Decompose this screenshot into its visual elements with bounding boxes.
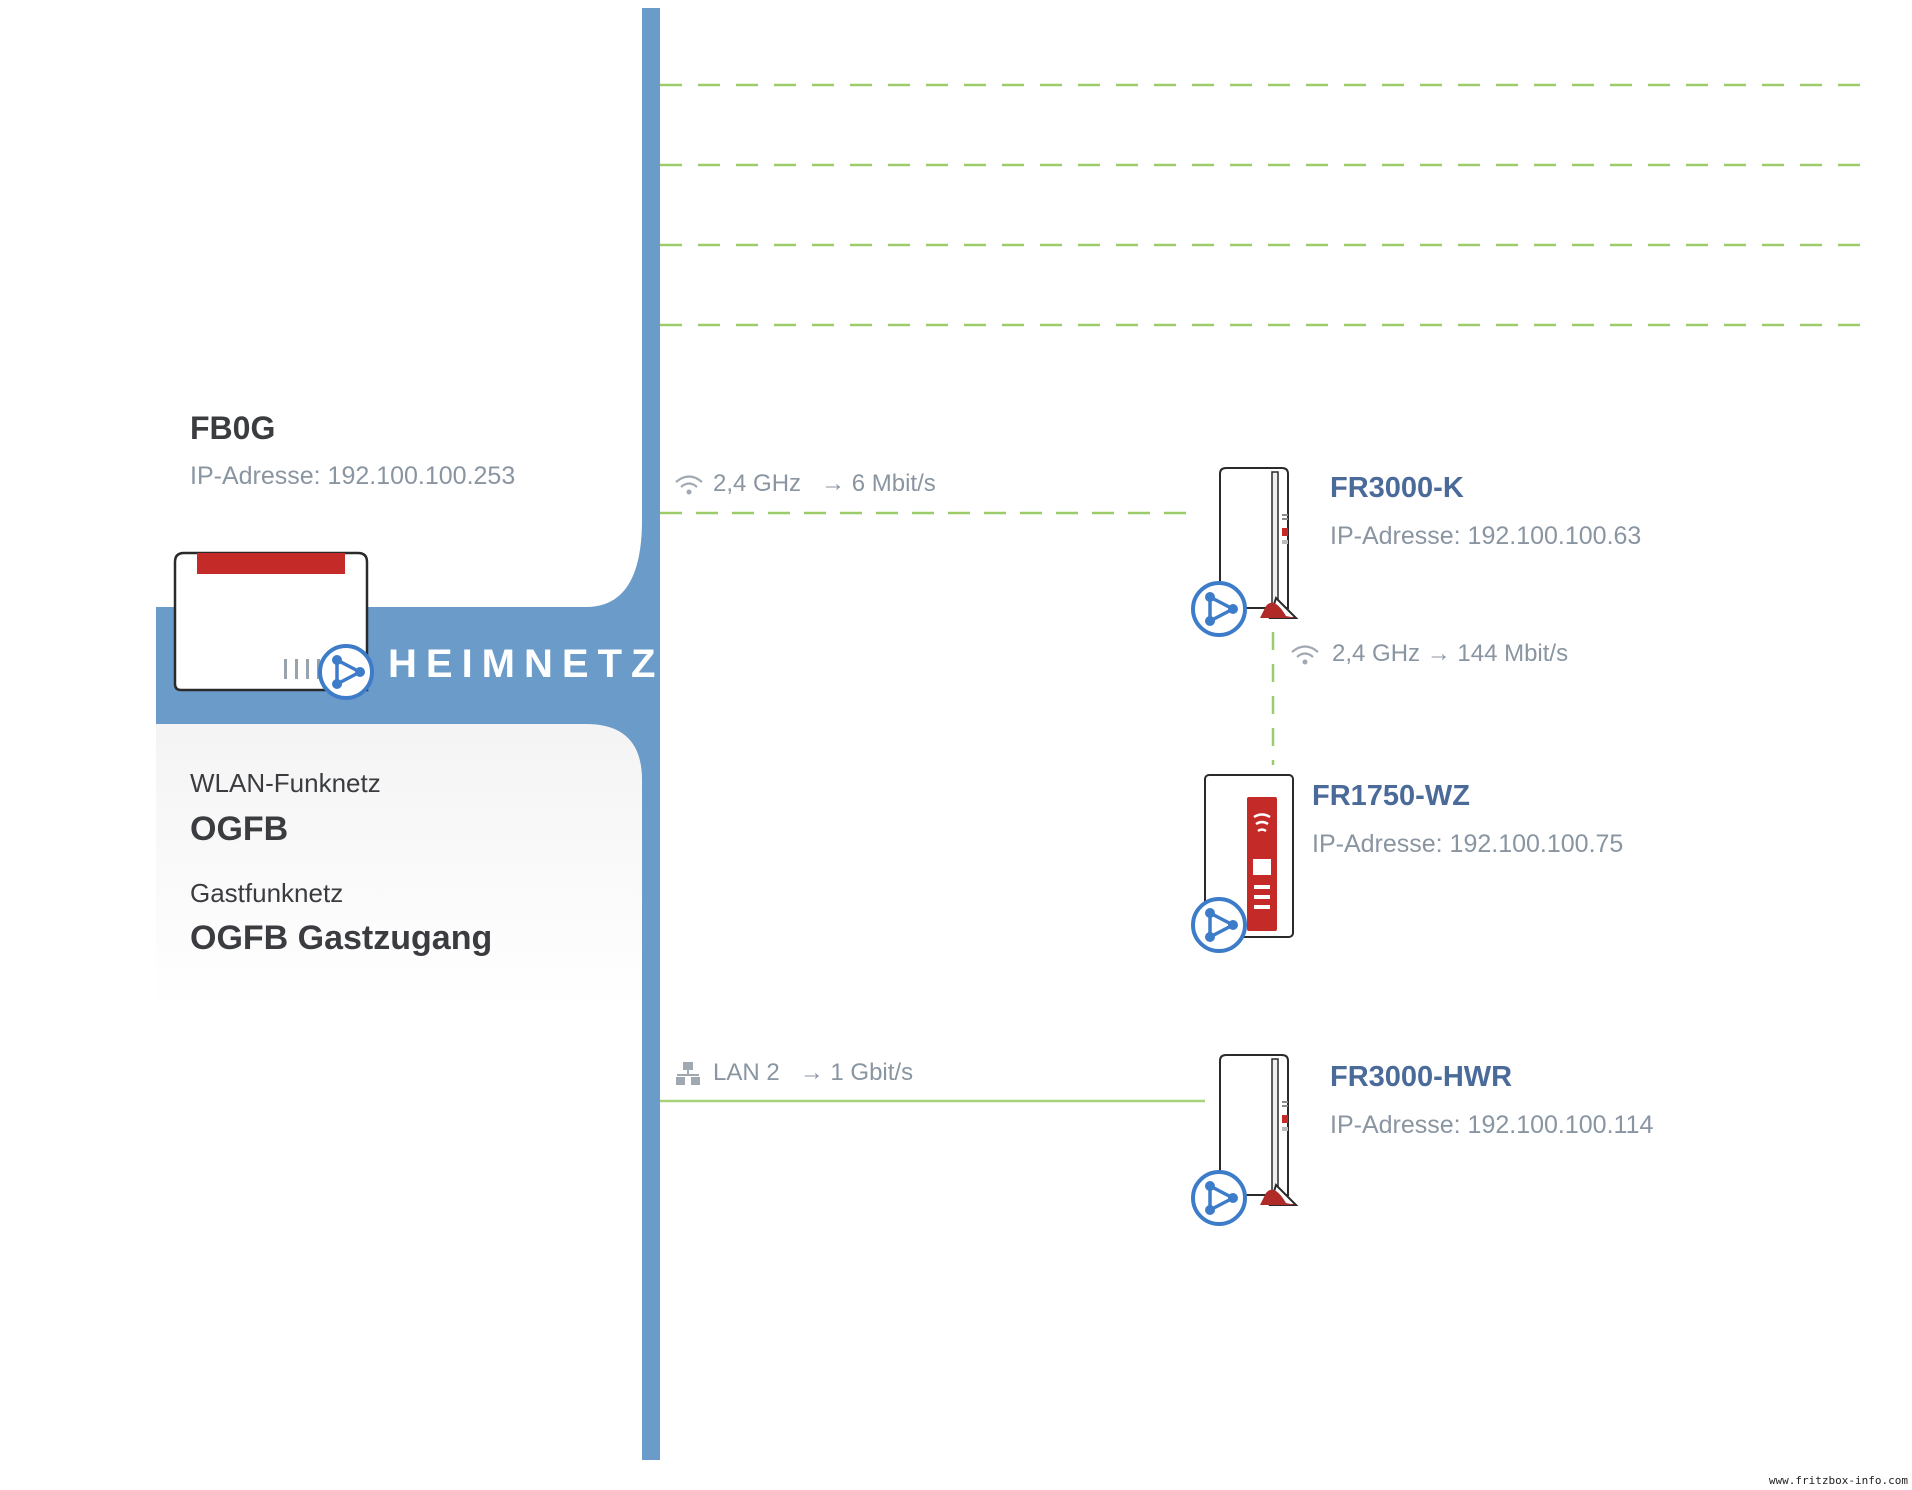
connection-medium: 2,4 GHz [1332, 640, 1421, 667]
wlan-network-label: WLAN-Funknetz [190, 768, 381, 798]
connection-label-fr3000-hwr: LAN 2 → 1 Gbit/s [713, 1059, 913, 1087]
device-ip-fr3000-k: IP-Adresse: 192.100.100.63 [1330, 522, 1642, 550]
device-ip-fr3000-hwr: IP-Adresse: 192.100.100.114 [1330, 1111, 1654, 1139]
host-name[interactable]: FB0G [190, 410, 276, 446]
connection-speed: → 6 Mbit/s [821, 470, 936, 497]
mesh-icon [1191, 581, 1247, 637]
mesh-icon [1191, 1170, 1247, 1226]
mesh-master-icon [318, 644, 374, 700]
mesh-icon [1191, 897, 1247, 953]
connection-speed: → 144 Mbit/s [1426, 640, 1569, 667]
network-info-panel [156, 724, 642, 1010]
watermark: www.fritzbox-info.com [1768, 1474, 1908, 1487]
wlan-network-name: OGFB [190, 810, 289, 848]
connection-medium: LAN 2 [713, 1059, 780, 1086]
heimnetz-label: HEIMNETZ [388, 642, 665, 686]
wifi-icon [1290, 645, 1320, 666]
device-name-fr3000-k[interactable]: FR3000-K [1330, 472, 1464, 504]
connection-speed: → 1 Gbit/s [799, 1059, 914, 1086]
guest-network-name: OGFB Gastzugang [190, 919, 493, 957]
connection-label-fr1750-wz: 2,4 GHz → 144 Mbit/s [1332, 640, 1568, 668]
host-ip: IP-Adresse: 192.100.100.253 [190, 462, 516, 490]
guest-network-label: Gastfunknetz [190, 878, 344, 908]
fritzbox-icon[interactable] [173, 551, 369, 692]
device-ip-fr1750-wz: IP-Adresse: 192.100.100.75 [1312, 830, 1624, 858]
connection-label-fr3000-k: 2,4 GHz → 6 Mbit/s [713, 470, 936, 498]
wifi-icon [674, 475, 704, 496]
lan-icon [676, 1062, 700, 1085]
connection-medium: 2,4 GHz [713, 470, 802, 497]
device-name-fr1750-wz[interactable]: FR1750-WZ [1312, 780, 1470, 812]
device-name-fr3000-hwr[interactable]: FR3000-HWR [1330, 1061, 1513, 1093]
